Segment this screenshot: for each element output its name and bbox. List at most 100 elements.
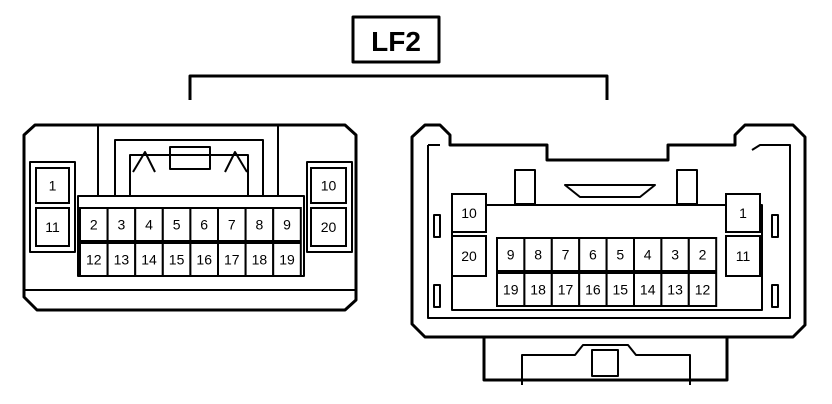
pin-cell-frame <box>725 235 761 277</box>
pin-number: 10 <box>461 205 477 221</box>
right-pin: 7 <box>550 237 581 272</box>
diagram-title: LF2 <box>371 26 421 57</box>
pin-cell-frame <box>106 207 137 242</box>
pin-number: 14 <box>640 282 656 298</box>
pin-number: 16 <box>585 282 601 298</box>
left-pin: 14 <box>134 242 164 277</box>
pin-cell-frame <box>35 167 70 204</box>
pin-number: 7 <box>228 217 236 233</box>
pin-number: 1 <box>739 205 747 221</box>
pin-number: 17 <box>224 252 240 268</box>
right-pin: 17 <box>550 272 581 307</box>
right-pin: 16 <box>578 272 608 307</box>
pin-number: 1 <box>49 178 57 194</box>
pin-cell-frame <box>660 272 690 307</box>
pin-number: 19 <box>279 252 295 268</box>
right-pin: 13 <box>660 272 690 307</box>
pin-cell-frame <box>272 242 302 277</box>
pin-number: 9 <box>283 217 291 233</box>
pin-cell-frame <box>134 207 164 242</box>
pin-cell-frame <box>161 242 192 277</box>
right-pin: 9 <box>496 237 526 272</box>
pin-number: 13 <box>667 282 683 298</box>
left-pin: 12 <box>79 242 109 277</box>
pin-number: 8 <box>256 217 264 233</box>
pin-cell-frame <box>272 207 302 242</box>
pin-cell-frame <box>244 242 275 277</box>
pin-cell-frame <box>35 207 70 247</box>
left-pin: 19 <box>272 242 302 277</box>
pin-cell-frame <box>496 237 526 272</box>
right-pin: 1 <box>725 193 761 233</box>
pin-number: 5 <box>616 247 624 263</box>
left-pin: 7 <box>217 207 247 242</box>
pin-cell-frame <box>310 207 347 247</box>
title-box: LF2 <box>351 15 441 64</box>
pin-number: 3 <box>118 217 126 233</box>
pin-cell-frame <box>605 272 635 307</box>
pin-number: 12 <box>86 252 102 268</box>
right-pin: 11 <box>725 235 761 277</box>
pin-number: 20 <box>321 219 337 235</box>
pin-cell-frame <box>244 207 275 242</box>
left-pin: 13 <box>106 242 137 277</box>
right-pin: 19 <box>496 272 526 307</box>
pairing-bracket <box>188 74 609 100</box>
pin-number: 14 <box>141 252 157 268</box>
pin-number: 3 <box>671 247 679 263</box>
left-pin: 17 <box>217 242 247 277</box>
left-pin: 9 <box>272 207 302 242</box>
right-pin: 2 <box>687 237 718 272</box>
pin-cell-frame <box>523 272 553 307</box>
pin-number: 6 <box>589 247 597 263</box>
pin-cell-frame <box>633 272 663 307</box>
pin-number: 6 <box>200 217 208 233</box>
pin-cell-frame <box>496 272 526 307</box>
left-pin: 1 <box>35 167 70 204</box>
pin-number: 12 <box>695 282 711 298</box>
left-pin: 8 <box>244 207 275 242</box>
pin-cell-frame <box>550 237 581 272</box>
pin-number: 15 <box>613 282 629 298</box>
pin-number: 19 <box>503 282 519 298</box>
pin-number: 5 <box>173 217 181 233</box>
pin-number: 13 <box>114 252 130 268</box>
pin-number: 16 <box>196 252 212 268</box>
pin-cell-frame <box>79 207 109 242</box>
pin-cell-frame <box>451 235 487 277</box>
pin-number: 15 <box>169 252 185 268</box>
left-pin: 15 <box>161 242 192 277</box>
pin-number: 11 <box>45 219 60 235</box>
pin-cell-frame <box>217 207 247 242</box>
pin-number: 2 <box>699 247 707 263</box>
right-pin: 15 <box>605 272 635 307</box>
pin-number: 8 <box>534 247 542 263</box>
left-pin: 11 <box>35 207 70 247</box>
pin-number: 20 <box>461 248 477 264</box>
right-pin: 14 <box>633 272 663 307</box>
left-pin: 5 <box>161 207 192 242</box>
right-pin: 6 <box>578 237 608 272</box>
left-pin: 3 <box>106 207 137 242</box>
left-pin: 20 <box>310 207 347 247</box>
pin-number: 18 <box>252 252 268 268</box>
pin-number: 11 <box>736 248 751 264</box>
pin-cell-frame <box>687 237 718 272</box>
pin-cell-frame <box>134 242 164 277</box>
right-pin: 10 <box>451 193 487 233</box>
pin-number: 2 <box>90 217 98 233</box>
pin-number: 7 <box>562 247 570 263</box>
pin-cell-frame <box>633 237 663 272</box>
right-pin: 4 <box>633 237 663 272</box>
right-pin: 18 <box>523 272 553 307</box>
left-pin: 16 <box>189 242 219 277</box>
pin-number: 9 <box>507 247 515 263</box>
left-pin: 18 <box>244 242 275 277</box>
pin-cell-frame <box>161 207 192 242</box>
right-pin: 12 <box>687 272 718 307</box>
pin-cell-frame <box>687 272 718 307</box>
